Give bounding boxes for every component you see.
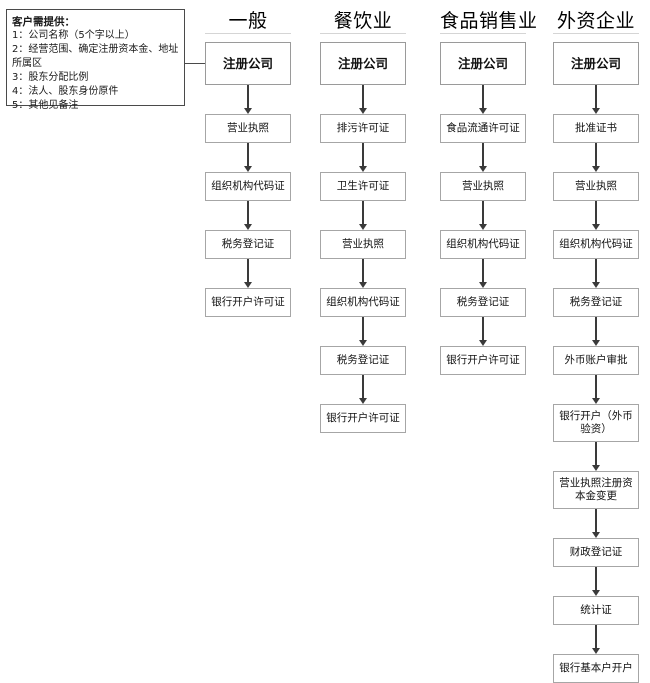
arrow-head-c4-2 bbox=[591, 166, 600, 172]
node-c4-5-税务登记证[interactable]: 税务登记证 bbox=[553, 288, 639, 317]
arrow-head-c1-4 bbox=[243, 282, 252, 288]
arrow-head-c4-7 bbox=[591, 465, 600, 471]
node-c1-1-注册公司[interactable]: 注册公司 bbox=[205, 42, 291, 85]
arrow-c4-5 bbox=[595, 317, 597, 341]
arrow-c1-4 bbox=[247, 259, 249, 283]
column-header-2: 餐饮业 bbox=[333, 10, 393, 32]
arrow-head-c1-2 bbox=[243, 166, 252, 172]
arrow-c4-1 bbox=[595, 85, 597, 109]
node-c3-4-组织机构代码证[interactable]: 组织机构代码证 bbox=[440, 230, 526, 259]
arrow-head-c1-3 bbox=[243, 224, 252, 230]
note-line-1: 1：公司名称（5个字以上） bbox=[12, 30, 135, 41]
column-header-3: 食品销售业 bbox=[440, 10, 538, 32]
arrow-head-c4-6 bbox=[591, 398, 600, 404]
column-header-4: 外资企业 bbox=[556, 10, 635, 32]
node-c4-11-银行基本户开户[interactable]: 银行基本户开户 bbox=[553, 654, 639, 683]
arrow-c3-1 bbox=[482, 85, 484, 109]
arrow-head-c2-2 bbox=[358, 166, 367, 172]
arrow-c2-2 bbox=[362, 143, 364, 167]
node-c4-7-银行开户-外币验资-[interactable]: 银行开户（外币验资） bbox=[553, 404, 639, 442]
node-c4-9-财政登记证[interactable]: 财政登记证 bbox=[553, 538, 639, 567]
node-c2-6-税务登记证[interactable]: 税务登记证 bbox=[320, 346, 406, 375]
arrow-head-c4-10 bbox=[591, 648, 600, 654]
node-c4-10-统计证[interactable]: 统计证 bbox=[553, 596, 639, 625]
arrow-c4-10 bbox=[595, 625, 597, 649]
flowchart-canvas: 客户需提供： 1：公司名称（5个字以上） 2：经营范围、确定注册资本金、地址所属… bbox=[6, 9, 639, 683]
arrow-c4-8 bbox=[595, 509, 597, 533]
arrow-c2-4 bbox=[362, 259, 364, 283]
arrow-c1-1 bbox=[247, 85, 249, 109]
arrow-head-c4-5 bbox=[591, 340, 600, 346]
note-line-2: 2：经营范围、确定注册资本金、地址所属区 bbox=[12, 44, 179, 69]
arrow-head-c3-5 bbox=[478, 340, 487, 346]
node-c2-2-排污许可证[interactable]: 排污许可证 bbox=[320, 114, 406, 143]
arrow-head-c3-2 bbox=[478, 166, 487, 172]
arrow-head-c2-1 bbox=[358, 108, 367, 114]
arrow-head-c2-3 bbox=[358, 224, 367, 230]
column-header-rule-2 bbox=[320, 33, 406, 34]
arrow-head-c2-4 bbox=[358, 282, 367, 288]
node-c1-2-营业执照[interactable]: 营业执照 bbox=[205, 114, 291, 143]
note-to-register-connector bbox=[185, 63, 209, 64]
arrow-c2-3 bbox=[362, 201, 364, 225]
arrow-c1-3 bbox=[247, 201, 249, 225]
arrow-c2-5 bbox=[362, 317, 364, 341]
column-header-1: 一般 bbox=[228, 10, 268, 32]
arrow-head-c1-1 bbox=[243, 108, 252, 114]
note-line-4: 4：法人、股东身份原件 bbox=[12, 86, 119, 97]
node-c4-8-营业执照注册资本金变更[interactable]: 营业执照注册资本金变更 bbox=[553, 471, 639, 509]
node-c3-6-银行开户许可证[interactable]: 银行开户许可证 bbox=[440, 346, 526, 375]
node-c3-5-税务登记证[interactable]: 税务登记证 bbox=[440, 288, 526, 317]
node-c4-4-组织机构代码证[interactable]: 组织机构代码证 bbox=[553, 230, 639, 259]
arrow-c2-1 bbox=[362, 85, 364, 109]
arrow-c4-4 bbox=[595, 259, 597, 283]
arrow-head-c3-1 bbox=[478, 108, 487, 114]
node-c2-4-营业执照[interactable]: 营业执照 bbox=[320, 230, 406, 259]
node-c4-6-外币账户审批[interactable]: 外币账户审批 bbox=[553, 346, 639, 375]
arrow-head-c4-1 bbox=[591, 108, 600, 114]
arrow-head-c3-3 bbox=[478, 224, 487, 230]
arrow-c3-2 bbox=[482, 143, 484, 167]
arrow-head-c2-5 bbox=[358, 340, 367, 346]
node-c2-5-组织机构代码证[interactable]: 组织机构代码证 bbox=[320, 288, 406, 317]
node-c3-1-注册公司[interactable]: 注册公司 bbox=[440, 42, 526, 85]
arrow-c4-2 bbox=[595, 143, 597, 167]
node-c1-3-组织机构代码证[interactable]: 组织机构代码证 bbox=[205, 172, 291, 201]
node-c4-2-批准证书[interactable]: 批准证书 bbox=[553, 114, 639, 143]
arrow-c4-9 bbox=[595, 567, 597, 591]
node-c4-3-营业执照[interactable]: 营业执照 bbox=[553, 172, 639, 201]
arrow-c1-2 bbox=[247, 143, 249, 167]
arrow-c3-3 bbox=[482, 201, 484, 225]
node-c1-4-税务登记证[interactable]: 税务登记证 bbox=[205, 230, 291, 259]
node-c2-3-卫生许可证[interactable]: 卫生许可证 bbox=[320, 172, 406, 201]
arrow-c3-5 bbox=[482, 317, 484, 341]
arrow-head-c4-4 bbox=[591, 282, 600, 288]
arrow-c4-6 bbox=[595, 375, 597, 399]
column-header-rule-1 bbox=[205, 33, 291, 34]
arrow-c3-4 bbox=[482, 259, 484, 283]
arrow-head-c3-4 bbox=[478, 282, 487, 288]
column-header-rule-4 bbox=[553, 33, 639, 34]
arrow-c2-6 bbox=[362, 375, 364, 399]
node-c3-2-食品流通许可证[interactable]: 食品流通许可证 bbox=[440, 114, 526, 143]
arrow-c4-3 bbox=[595, 201, 597, 225]
note-line-5: 5：其他见备注 bbox=[12, 100, 79, 111]
arrow-head-c4-3 bbox=[591, 224, 600, 230]
arrow-head-c4-8 bbox=[591, 532, 600, 538]
column-header-rule-3 bbox=[440, 33, 526, 34]
note-line-3: 3：股东分配比例 bbox=[12, 72, 89, 83]
node-c2-7-银行开户许可证[interactable]: 银行开户许可证 bbox=[320, 404, 406, 433]
arrow-c4-7 bbox=[595, 442, 597, 466]
arrow-head-c4-9 bbox=[591, 590, 600, 596]
note-title: 客户需提供： bbox=[12, 16, 75, 28]
node-c2-1-注册公司[interactable]: 注册公司 bbox=[320, 42, 406, 85]
node-c1-5-银行开户许可证[interactable]: 银行开户许可证 bbox=[205, 288, 291, 317]
arrow-head-c2-6 bbox=[358, 398, 367, 404]
customer-requirements-note: 客户需提供： 1：公司名称（5个字以上） 2：经营范围、确定注册资本金、地址所属… bbox=[6, 9, 185, 111]
node-c3-3-营业执照[interactable]: 营业执照 bbox=[440, 172, 526, 201]
node-c4-1-注册公司[interactable]: 注册公司 bbox=[553, 42, 639, 85]
